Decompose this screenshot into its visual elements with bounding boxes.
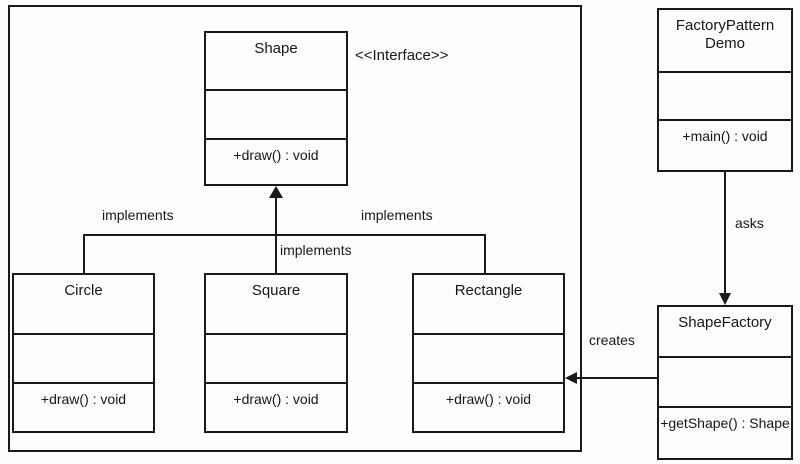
implements-drop-square [275, 234, 277, 275]
implements-arrowhead-icon [269, 186, 283, 198]
implements-drop-circle [83, 234, 85, 275]
asks-label: asks [735, 215, 764, 231]
uml-class-square-attributes [206, 335, 346, 385]
uml-class-circle-attributes [14, 335, 153, 385]
uml-class-rectangle-name: Rectangle [414, 275, 563, 335]
implements-bus-line [83, 234, 486, 236]
implements-label-left: implements [102, 207, 174, 223]
uml-class-square-operations: +draw() : void [233, 391, 319, 408]
creates-connector-line [573, 377, 659, 379]
uml-class-rectangle[interactable]: Rectangle +draw() : void [412, 273, 565, 433]
implements-label-center: implements [280, 242, 352, 258]
uml-class-shape-attributes [206, 91, 346, 141]
uml-class-square[interactable]: Square +draw() : void [204, 273, 348, 433]
uml-class-rectangle-operations: +draw() : void [445, 391, 532, 408]
uml-class-circle-operations: +draw() : void [40, 391, 127, 408]
uml-class-shape-name: Shape [206, 33, 346, 91]
stereotype-interface-label: <<Interface>> [355, 47, 449, 64]
uml-class-factory-pattern-demo[interactable]: FactoryPattern Demo +main() : void [657, 8, 793, 172]
uml-class-circle-name: Circle [14, 275, 153, 335]
uml-class-shape-factory-operations: +getShape() : Shape [660, 415, 790, 432]
uml-class-circle[interactable]: Circle +draw() : void [12, 273, 155, 433]
implements-label-right: implements [361, 207, 433, 223]
uml-class-shape-factory-name: ShapeFactory [659, 307, 791, 358]
uml-class-shape[interactable]: Shape +draw() : void [204, 31, 348, 186]
uml-class-factory-pattern-demo-attributes [659, 73, 791, 122]
uml-class-rectangle-attributes [414, 335, 563, 385]
creates-label: creates [589, 332, 635, 348]
implements-drop-rectangle [484, 234, 486, 275]
asks-connector-line [724, 172, 726, 300]
creates-arrowhead-icon [565, 372, 577, 384]
uml-class-shape-operations: +draw() : void [233, 147, 319, 164]
asks-arrowhead-icon [719, 293, 731, 305]
uml-class-square-name: Square [206, 275, 346, 335]
uml-class-shape-factory[interactable]: ShapeFactory +getShape() : Shape [657, 305, 793, 460]
implements-riser-line [275, 195, 277, 236]
uml-class-factory-pattern-demo-name: FactoryPattern Demo [659, 10, 791, 74]
shape-hierarchy-group-frame [8, 5, 582, 452]
uml-class-factory-pattern-demo-operations: +main() : void [682, 128, 768, 145]
uml-class-shape-factory-attributes [659, 358, 791, 409]
